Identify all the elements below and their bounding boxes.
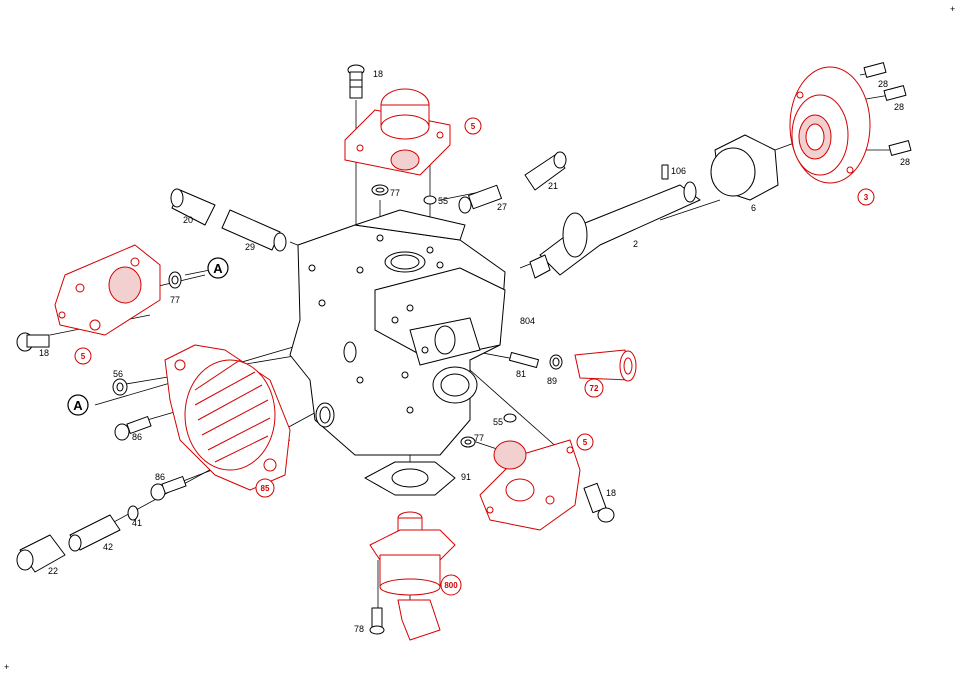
label-42: 42 <box>103 542 113 552</box>
fitting-29 <box>221 209 287 252</box>
cover-85 <box>164 344 291 491</box>
reference-a-bottom: A <box>67 394 89 416</box>
svg-text:5: 5 <box>81 352 86 361</box>
screw-28-a <box>863 62 887 78</box>
part-number-labels: 18 77 55 21 27 106 6 2 28 28 28 20 29 77… <box>39 69 910 634</box>
flange-3 <box>789 66 871 184</box>
cap-22 <box>16 534 66 573</box>
label-29: 29 <box>245 242 255 252</box>
svg-text:A: A <box>213 261 223 276</box>
valve-72 <box>574 349 637 382</box>
plug-20 <box>170 188 216 226</box>
label-21: 21 <box>548 181 558 191</box>
label-55-mid: 55 <box>493 417 503 427</box>
callout-5-top: 5 <box>464 117 482 135</box>
label-18-top: 18 <box>373 69 383 79</box>
fitting-27 <box>458 184 502 214</box>
label-86-a: 86 <box>132 432 142 442</box>
svg-text:72: 72 <box>590 384 599 393</box>
label-41: 41 <box>132 518 142 528</box>
top-seal-77 <box>371 184 389 196</box>
nut-6 <box>710 134 779 201</box>
label-56: 56 <box>113 369 123 379</box>
screw-86-b <box>150 476 187 501</box>
fitting-42 <box>68 514 121 552</box>
screw-28-c <box>888 140 912 156</box>
top-ring-55 <box>423 195 437 205</box>
top-screw-18 <box>347 64 365 99</box>
label-28-b: 28 <box>894 102 904 112</box>
label-22: 22 <box>48 566 58 576</box>
label-78: 78 <box>354 624 364 634</box>
drive-shaft-2 <box>529 181 701 279</box>
top-element-housing-5 <box>344 88 451 176</box>
label-28-a: 28 <box>878 79 888 89</box>
callout-5-left: 5 <box>74 347 92 365</box>
label-77-top: 77 <box>390 188 400 198</box>
seal-77-mid <box>460 436 476 448</box>
reference-a-top: A <box>207 257 229 279</box>
svg-text:A: A <box>73 398 83 413</box>
label-28-c: 28 <box>900 157 910 167</box>
pin-81 <box>508 352 540 368</box>
label-18-right: 18 <box>606 488 616 498</box>
svg-text:5: 5 <box>583 438 588 447</box>
label-20: 20 <box>183 215 193 225</box>
key-106 <box>661 164 669 180</box>
svg-text:85: 85 <box>261 484 270 493</box>
callout-72: 72 <box>584 378 604 398</box>
left-element-housing-5 <box>54 244 161 336</box>
label-6: 6 <box>751 203 756 213</box>
right-element-housing-5 <box>479 439 581 531</box>
label-55-top: 55 <box>438 196 448 206</box>
callout-5-right: 5 <box>576 433 594 451</box>
label-81: 81 <box>516 369 526 379</box>
washer-56 <box>112 378 128 396</box>
label-106: 106 <box>671 166 686 176</box>
left-seal-77 <box>168 271 182 289</box>
screw-28-b <box>883 85 907 101</box>
spring-89 <box>549 354 563 370</box>
svg-text:800: 800 <box>444 581 458 590</box>
callout-800: 800 <box>440 574 462 596</box>
corner-mark-top: + <box>950 4 955 14</box>
svg-text:5: 5 <box>471 122 476 131</box>
pump-housing <box>289 209 506 456</box>
label-89: 89 <box>547 376 557 386</box>
callout-85: 85 <box>255 478 275 498</box>
screw-86-a <box>114 416 152 441</box>
svg-text:3: 3 <box>864 193 869 202</box>
label-77-left: 77 <box>170 295 180 305</box>
corner-mark-bottom: + <box>4 662 9 672</box>
plug-21 <box>524 151 567 191</box>
ring-55-mid <box>503 413 517 423</box>
left-screw-18 <box>16 332 50 352</box>
screw-78 <box>369 607 385 635</box>
label-77-mid: 77 <box>474 433 484 443</box>
callout-3: 3 <box>857 188 875 206</box>
label-18-left: 18 <box>39 348 49 358</box>
label-2: 2 <box>633 239 638 249</box>
label-27: 27 <box>497 202 507 212</box>
metering-unit-800 <box>369 511 456 641</box>
gasket-91 <box>364 461 456 496</box>
seal-41 <box>127 505 139 521</box>
label-91: 91 <box>461 472 471 482</box>
label-86-b: 86 <box>155 472 165 482</box>
label-804: 804 <box>520 316 535 326</box>
right-screw-18 <box>583 482 615 523</box>
